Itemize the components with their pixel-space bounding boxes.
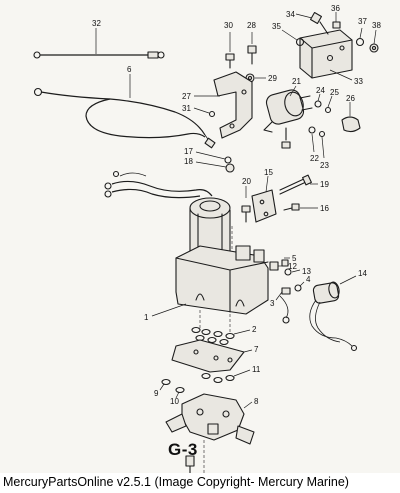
callout-36: 36 bbox=[331, 4, 340, 13]
screw-part-16 bbox=[283, 203, 318, 211]
valve-body-part-8 bbox=[165, 393, 255, 445]
pump-reservoir-part-1 bbox=[151, 245, 269, 317]
callout-2: 2 bbox=[252, 325, 257, 334]
callout-30: 30 bbox=[224, 21, 233, 30]
callout-19: 19 bbox=[320, 180, 329, 189]
callout-1: 1 bbox=[144, 313, 149, 322]
callout-32: 32 bbox=[92, 19, 101, 28]
callout-17: 17 bbox=[184, 147, 193, 156]
screw-part-near-21 bbox=[281, 127, 291, 149]
callout-4: 4 bbox=[306, 275, 311, 284]
screw-part-30 bbox=[225, 32, 235, 69]
bolt-part-34 bbox=[295, 11, 329, 35]
bolt-part-19 bbox=[279, 174, 318, 195]
plate-part-7 bbox=[171, 339, 253, 373]
plate-part-15 bbox=[251, 175, 277, 223]
callout-29: 29 bbox=[268, 74, 277, 83]
washer-part-23 bbox=[318, 130, 326, 159]
callout-21: 21 bbox=[292, 77, 301, 86]
washer-part-4 bbox=[294, 281, 305, 292]
callout-labels: 32 6 30 28 29 27 31 34 36 35 37 38 33 21… bbox=[92, 4, 381, 406]
callout-26: 26 bbox=[346, 94, 355, 103]
nut-part-38 bbox=[369, 29, 379, 53]
wire-harness bbox=[104, 170, 213, 199]
screw-part-36 bbox=[332, 12, 341, 29]
callout-6: 6 bbox=[127, 65, 132, 74]
washer-part-17 bbox=[195, 151, 232, 164]
callout-14: 14 bbox=[358, 269, 367, 278]
washer-part-13 bbox=[284, 268, 301, 276]
nut-part-18 bbox=[195, 161, 235, 173]
solenoid-part-21 bbox=[263, 85, 313, 133]
cable-part-32 bbox=[33, 28, 165, 59]
callout-7: 7 bbox=[254, 345, 259, 354]
nut-part-24 bbox=[314, 93, 322, 108]
o-ring-set-part-11 bbox=[201, 369, 251, 384]
nut-part-22 bbox=[308, 126, 316, 153]
fitting-bottom bbox=[185, 440, 205, 475]
callout-11: 11 bbox=[252, 365, 261, 374]
callout-10: 10 bbox=[170, 397, 179, 406]
callout-23: 23 bbox=[320, 161, 329, 170]
callout-35: 35 bbox=[272, 22, 281, 31]
callout-20: 20 bbox=[242, 177, 251, 186]
callout-24: 24 bbox=[316, 86, 325, 95]
o-ring-part-9 bbox=[159, 378, 171, 391]
callout-25: 25 bbox=[330, 88, 339, 97]
callout-8: 8 bbox=[254, 397, 259, 406]
o-ring-part-10 bbox=[175, 386, 185, 399]
bracket-part-33 bbox=[299, 29, 353, 81]
callout-18: 18 bbox=[184, 157, 193, 166]
bracket-part-27 bbox=[194, 71, 253, 139]
screw-part-28 bbox=[247, 32, 257, 65]
boot-part-26 bbox=[341, 102, 361, 133]
callout-27: 27 bbox=[182, 92, 191, 101]
wire-part-6 bbox=[33, 74, 216, 149]
callout-16: 16 bbox=[320, 204, 329, 213]
callout-28: 28 bbox=[247, 21, 256, 30]
callout-38: 38 bbox=[372, 21, 381, 30]
washer-part-25 bbox=[324, 95, 333, 114]
diagram-code-label: G-3 bbox=[168, 440, 198, 459]
callout-9: 9 bbox=[154, 389, 159, 398]
screw-part-20 bbox=[241, 186, 251, 223]
callout-12: 12 bbox=[288, 262, 297, 271]
copyright-footer: MercuryPartsOnline v2.5.1 (Image Copyrig… bbox=[3, 475, 349, 489]
washer-part-35 bbox=[281, 29, 305, 47]
ground-strap bbox=[279, 295, 290, 324]
o-ring-set-part-2 bbox=[191, 310, 251, 346]
callout-31: 31 bbox=[182, 104, 191, 113]
callout-13: 13 bbox=[302, 267, 311, 276]
sender-part-14 bbox=[309, 275, 358, 352]
callout-15: 15 bbox=[264, 168, 273, 177]
callout-22: 22 bbox=[310, 154, 319, 163]
washer-part-37 bbox=[355, 27, 365, 47]
callout-37: 37 bbox=[358, 17, 367, 26]
screw-part-3 bbox=[275, 287, 291, 301]
callout-33: 33 bbox=[354, 77, 363, 86]
footer-bar: MercuryPartsOnline v2.5.1 (Image Copyrig… bbox=[0, 473, 400, 493]
washer-part-31 bbox=[193, 107, 216, 118]
callout-34: 34 bbox=[286, 10, 295, 19]
callout-3: 3 bbox=[270, 299, 275, 308]
callout-5: 5 bbox=[292, 254, 297, 263]
screw-part-5 bbox=[281, 257, 290, 267]
